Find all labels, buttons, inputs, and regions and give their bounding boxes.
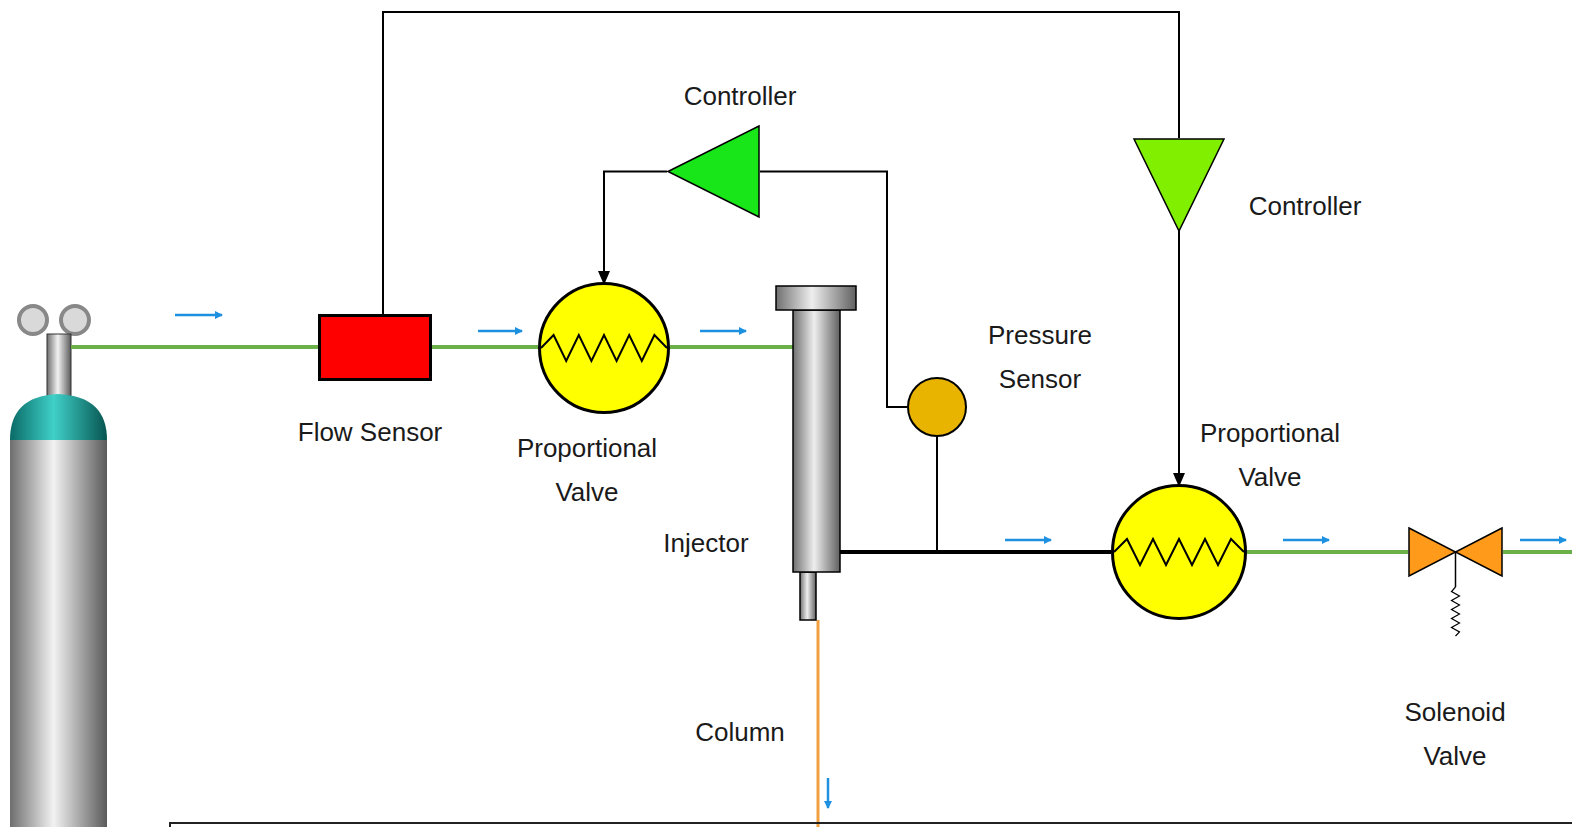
gas-cylinder — [10, 306, 107, 827]
solenoid-valve: Solenoid Valve — [1408, 527, 1503, 577]
pressure-sensor: Pressure Sensor — [907, 377, 967, 437]
solenoid-half — [1456, 528, 1503, 576]
pressure-sensor-body — [908, 378, 966, 436]
solenoid-stem — [1455, 552, 1457, 587]
valve-spring — [541, 335, 667, 361]
connector-line — [1247, 550, 1408, 554]
solenoid-coil — [1452, 587, 1460, 636]
connector-line — [1178, 230, 1180, 486]
proportional-valve-symbol — [1111, 484, 1247, 620]
injector-cap — [776, 286, 856, 310]
gas-line — [1503, 550, 1572, 554]
node-label: Flow Sensor — [260, 410, 480, 454]
connector-line — [604, 172, 667, 285]
flow-arrows — [175, 315, 1566, 808]
proportional-valve-symbol — [538, 282, 670, 414]
node-label: Pressure Sensor — [965, 313, 1115, 401]
solenoid-valve-symbol — [1408, 527, 1503, 577]
injector-symbol — [775, 285, 857, 620]
column-label: Column — [660, 710, 820, 754]
column-line — [817, 620, 820, 827]
node-label: Solenoid Valve — [1380, 690, 1530, 778]
connector-line — [383, 12, 1179, 314]
node-label: Controller — [630, 74, 850, 118]
frame-edge — [170, 823, 1572, 827]
injector-body — [793, 310, 840, 572]
injector: Injector — [775, 285, 857, 620]
solenoid-half — [1409, 528, 1456, 576]
connector-line — [670, 345, 793, 349]
proportional-valve: Proportional Valve — [538, 282, 670, 414]
controller-symbol — [667, 125, 760, 218]
valve-body — [1113, 486, 1246, 619]
controller-symbol — [1133, 138, 1225, 232]
injector-tip — [800, 572, 816, 620]
node-label: Controller — [1215, 184, 1395, 228]
valve-body — [540, 284, 669, 413]
valve-spring — [1114, 539, 1244, 565]
controller-triangle — [668, 126, 759, 217]
node-label: Proportional Valve — [1180, 411, 1360, 499]
flow-sensor-symbol — [318, 314, 432, 381]
connector-line — [840, 437, 937, 552]
flow-sensor: Flow Sensor — [318, 314, 432, 381]
gas-line — [71, 345, 318, 349]
controller: Controller — [1133, 138, 1225, 232]
flow-sensor-body — [320, 316, 431, 380]
connector-line — [432, 345, 538, 349]
node-label: Proportional Valve — [497, 426, 677, 514]
pressure-sensor-symbol — [907, 377, 967, 437]
node-label: Injector — [646, 521, 766, 565]
controller-triangle — [1134, 139, 1224, 231]
proportional-valve: Proportional Valve — [1111, 484, 1247, 620]
controller: Controller — [667, 125, 760, 218]
